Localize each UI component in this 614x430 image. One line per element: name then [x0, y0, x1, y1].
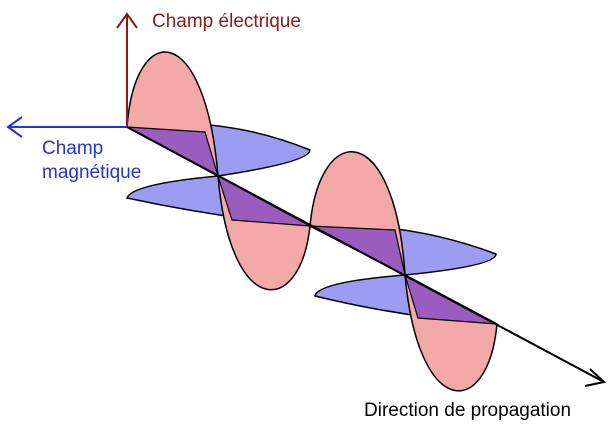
magnetic-field-label-line1: Champ — [42, 138, 103, 160]
electric-field-label: Champ électrique — [152, 11, 301, 33]
propagation-direction-label: Direction de propagation — [364, 400, 571, 422]
electric-field-wave — [127, 52, 497, 391]
magnetic-field-label-line2: magnétique — [42, 162, 141, 184]
